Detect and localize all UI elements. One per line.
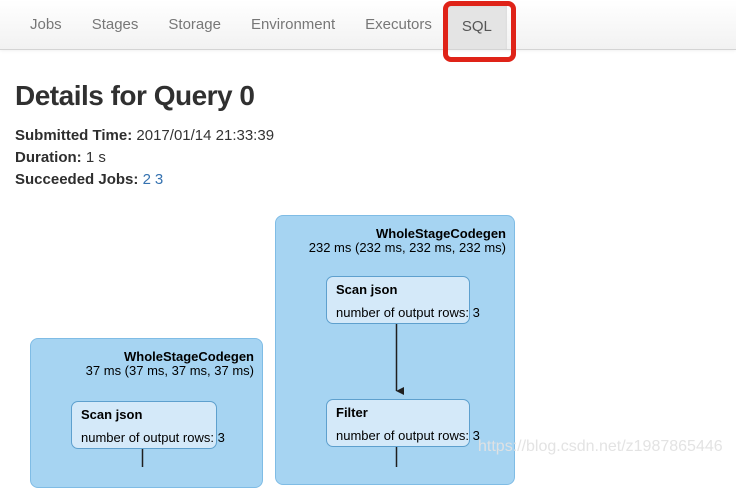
cluster-name: WholeStageCodegen — [375, 226, 506, 241]
job-link-2[interactable]: 2 — [142, 171, 151, 188]
page-title: Details for Query 0 — [15, 80, 255, 111]
plan-node-filter: Filter number of output rows: 3 — [326, 399, 480, 447]
cluster-name: WholeStageCodegen — [123, 349, 254, 364]
submitted-time-line: Submitted Time: 2017/01/14 21:33:39 — [15, 125, 721, 147]
tab-environment[interactable]: Environment — [250, 16, 336, 33]
tab-sql[interactable]: SQL — [446, 4, 507, 49]
wholestagecodegen-cluster-right: WholeStageCodegen 232 ms (232 ms, 232 ms… — [275, 215, 515, 485]
cluster-timing: 232 ms (232 ms, 232 ms, 232 ms) — [308, 240, 506, 255]
submitted-time-label: Submitted Time: — [15, 127, 133, 144]
tab-jobs[interactable]: Jobs — [30, 16, 62, 33]
job-link-3[interactable]: 3 — [154, 171, 164, 188]
duration-line: Duration: 1 s — [15, 147, 721, 169]
cluster-timing: 37 ms (37 ms, 37 ms, 37 ms) — [85, 363, 254, 378]
plan-node-metric: number of output rows: 3 — [336, 305, 480, 320]
plan-node-title: Scan json — [336, 282, 398, 297]
wholestagecodegen-cluster-left: WholeStageCodegen 37 ms (37 ms, 37 ms, 3… — [30, 338, 263, 488]
plan-node-title: Scan json — [81, 407, 143, 422]
plan-node-metric: number of output rows: 3 — [81, 430, 225, 445]
query-details-section: Details for Query 0 Submitted Time: 2017… — [15, 51, 721, 191]
cluster-label: WholeStageCodegen 37 ms (37 ms, 37 ms, 3… — [39, 350, 254, 378]
tab-stages[interactable]: Stages — [91, 16, 139, 33]
top-navbar: Jobs Stages Storage Environment Executor… — [0, 0, 736, 50]
plan-node-scan-json: Scan json number of output rows: 3 — [326, 276, 480, 324]
duration-label: Duration: — [15, 149, 82, 166]
plan-node-scan-json: Scan json number of output rows: 3 — [71, 401, 225, 449]
succeeded-jobs-label: Succeeded Jobs: — [15, 171, 139, 188]
plan-node-metric: number of output rows: 3 — [336, 428, 480, 443]
duration-value: 1 s — [85, 149, 106, 166]
cluster-label: WholeStageCodegen 232 ms (232 ms, 232 ms… — [284, 227, 506, 255]
tab-executors[interactable]: Executors — [365, 16, 432, 33]
tab-storage[interactable]: Storage — [168, 16, 221, 33]
submitted-time-value: 2017/01/14 21:33:39 — [136, 127, 275, 144]
plan-node-title: Filter — [336, 405, 368, 420]
